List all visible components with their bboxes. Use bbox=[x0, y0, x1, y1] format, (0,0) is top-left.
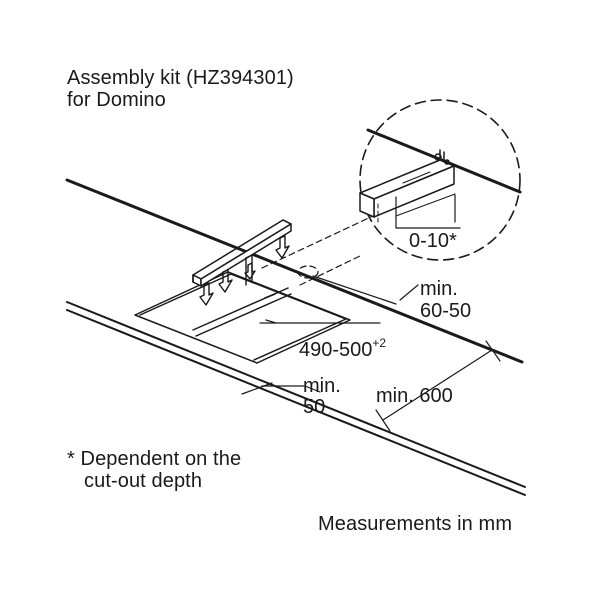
dim-front-clearance bbox=[241, 382, 321, 395]
footnote-line-1: * Dependent on the bbox=[67, 448, 242, 470]
dim-cutout-width-value: 490-500 bbox=[299, 339, 372, 361]
dim-detail-gap-label: 0-10* bbox=[409, 230, 457, 252]
title-line-1: Assembly kit (HZ394301) bbox=[67, 67, 294, 89]
mounting-arrow-middle bbox=[218, 269, 233, 293]
worktop-cutout bbox=[134, 271, 351, 364]
dim-cutout-width-tolerance: +2 bbox=[372, 336, 386, 350]
dim-front-clearance-min: min. bbox=[303, 375, 341, 397]
detail-circle bbox=[359, 99, 521, 261]
dim-rear-clearance-min: min. bbox=[420, 278, 458, 300]
dim-rear-clearance-value: 60-50 bbox=[420, 300, 471, 322]
title-line-2: for Domino bbox=[67, 89, 166, 111]
units-note: Measurements in mm bbox=[318, 513, 513, 535]
worktop-front-bottom-edge bbox=[66, 309, 526, 496]
dim-counter-depth-label: min. 600 bbox=[376, 385, 453, 407]
footnote-line-2: cut-out depth bbox=[84, 470, 203, 492]
mounting-arrow-left bbox=[199, 282, 214, 306]
worktop-back-edge bbox=[65, 178, 524, 364]
detail-view bbox=[359, 128, 522, 229]
dim-cutout-width bbox=[259, 319, 381, 324]
assembly-rail bbox=[192, 219, 292, 287]
worktop-front-top-edge bbox=[66, 301, 526, 488]
dim-counter-depth bbox=[375, 340, 501, 432]
mounting-arrow-right bbox=[275, 235, 290, 259]
dim-cutout-width-label: 490-500+2 bbox=[299, 336, 386, 361]
detail-leader bbox=[261, 214, 376, 286]
dim-rear-clearance bbox=[312, 275, 419, 305]
dim-front-clearance-value: 50 bbox=[303, 396, 325, 418]
